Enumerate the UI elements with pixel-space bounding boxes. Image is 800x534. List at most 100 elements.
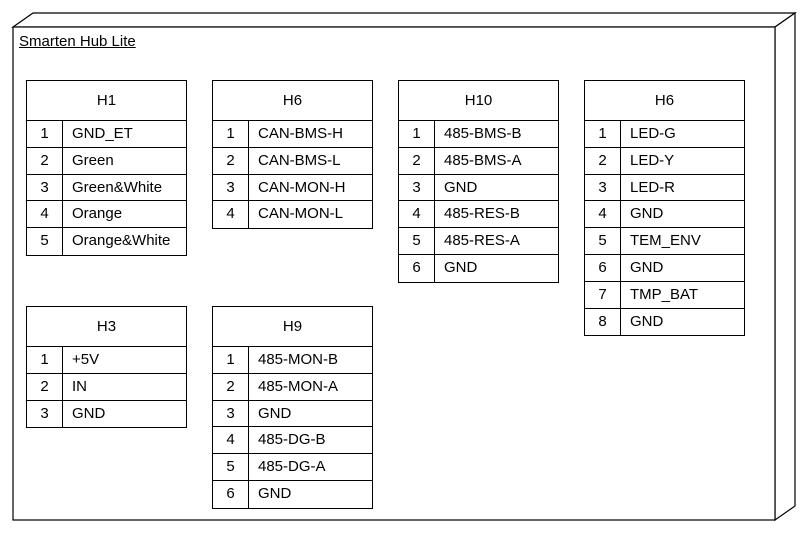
pin-signal: GND (630, 258, 664, 276)
pin-row: 1+5V (27, 347, 186, 374)
pin-row: 3 GND (399, 174, 558, 202)
pin-row: 6 GND (585, 254, 744, 282)
pin-number: 2 (399, 147, 435, 174)
pin-number: 6 (585, 254, 621, 281)
pin-number: 1 (399, 121, 435, 147)
pin-signal: 485-RES-B (444, 205, 520, 223)
pin-number: 3 (213, 174, 249, 201)
pin-number: 7 (585, 281, 621, 308)
pin-number: 3 (585, 174, 621, 201)
pin-signal: 485-BMS-A (444, 151, 522, 169)
pin-signal: GND_ET (72, 125, 133, 142)
pin-row: 3 GND (27, 400, 186, 428)
pin-number: 1 (213, 347, 249, 373)
pin-signal: Orange&White (72, 232, 171, 250)
pin-signal: 485-DG-A (258, 458, 326, 476)
pin-signal: LED-G (630, 125, 676, 142)
pin-row: 5 485-RES-A (399, 228, 558, 255)
pin-row: 1 485-BMS-B (399, 121, 558, 148)
pin-number: 5 (399, 228, 435, 254)
pin-row: 4 485-DG-B (213, 427, 372, 455)
connector-title: H1 (27, 81, 186, 121)
pin-row: 4 GND (585, 201, 744, 229)
pin-signal: LED-R (630, 178, 676, 196)
node-top-face (11, 12, 797, 28)
pin-number: 3 (27, 400, 63, 428)
node-title: Smarten Hub Lite (19, 33, 136, 50)
pin-signal: 485-DG-B (258, 431, 326, 449)
pin-signal: GND (630, 312, 664, 330)
pin-row: 2 CAN-BMS-L (213, 147, 372, 175)
pin-row: 2 Green (27, 147, 186, 175)
node-side-face (774, 11, 796, 522)
pin-row: 1 CAN-BMS-H (213, 121, 372, 148)
pin-number: 1 (213, 121, 249, 147)
pin-number: 2 (585, 147, 621, 174)
pin-signal: CAN-BMS-L (258, 151, 341, 169)
pin-signal: GND (444, 258, 478, 276)
pin-row: 2 IN (27, 373, 186, 401)
pin-number: 2 (27, 373, 63, 400)
connector-title: H3 (27, 307, 186, 347)
pin-number: 4 (213, 201, 249, 229)
pin-signal: 485-RES-A (444, 232, 520, 250)
pin-row: 2 485-MON-A (213, 373, 372, 401)
pin-number: 3 (399, 174, 435, 201)
pin-signal: GND (258, 484, 292, 502)
pin-number: 2 (213, 147, 249, 174)
pin-row: 3 Green&White (27, 174, 186, 202)
pin-number: 1 (27, 121, 63, 147)
pin-number: 5 (585, 228, 621, 254)
pin-row: 1 485-MON-B (213, 347, 372, 374)
pin-row: 7 TMP_BAT (585, 281, 744, 309)
pin-row: 3 LED-R (585, 174, 744, 202)
pin-row: 1 GND_ET (27, 121, 186, 148)
pin-signal: GND (72, 404, 106, 422)
connector-title: H10 (399, 81, 558, 121)
pin-row: 4 485-RES-B (399, 201, 558, 229)
pin-number: 3 (213, 400, 249, 427)
pin-signal: GND (444, 178, 478, 196)
pin-number: 6 (399, 254, 435, 282)
pin-number: 3 (27, 174, 63, 201)
pin-number: 4 (399, 201, 435, 228)
pin-signal: 485-BMS-B (444, 125, 522, 142)
pin-row: 5 TEM_ENV (585, 228, 744, 255)
pin-number: 4 (213, 427, 249, 454)
pin-signal: TEM_ENV (630, 232, 701, 250)
pin-signal: 485-MON-A (258, 377, 339, 395)
pin-number: 5 (213, 454, 249, 480)
pin-signal: IN (72, 377, 87, 395)
pin-signal: LED-Y (630, 151, 675, 169)
connector-title: H6 (585, 81, 744, 121)
connector-title: H6 (213, 81, 372, 121)
pin-row: 5 485-DG-A (213, 454, 372, 481)
pin-signal: Green (72, 151, 114, 169)
pin-number: 2 (213, 373, 249, 400)
pin-signal: CAN-BMS-H (258, 125, 343, 142)
pin-row: 2 LED-Y (585, 147, 744, 175)
pin-row: 3 GND (213, 400, 372, 428)
pin-signal: GND (258, 404, 292, 422)
pin-signal: TMP_BAT (630, 285, 699, 303)
pin-signal: Green&White (72, 178, 163, 196)
pin-signal: CAN-MON-H (258, 178, 346, 196)
pin-signal: GND (630, 205, 664, 223)
pin-signal: +5V (72, 351, 100, 368)
pin-number: 2 (27, 147, 63, 174)
pin-number: 4 (585, 201, 621, 228)
pin-row: 6 GND (399, 254, 558, 282)
connector-title: H9 (213, 307, 372, 347)
pin-signal: 485-MON-B (258, 351, 339, 368)
